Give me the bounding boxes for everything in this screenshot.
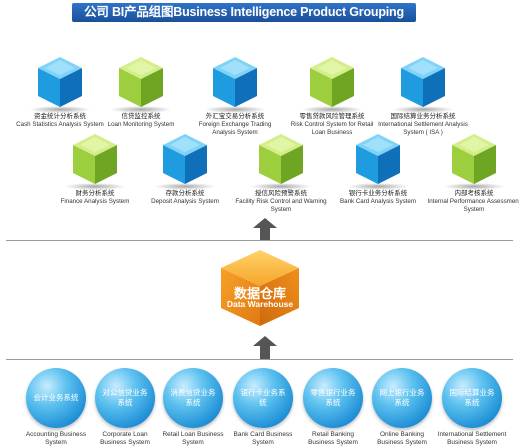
source-system-name-cn: 国际结算业务系统 <box>449 388 495 407</box>
product-name-cn: 存款分析系统 <box>165 190 205 197</box>
product-international-settlement: 国际结算业务分析系统 International Settlement Anal… <box>375 56 471 136</box>
cube-icon <box>110 56 172 113</box>
product-name-en: Finance Analysis System <box>60 198 130 205</box>
product-finance-analysis: 财务分析系统 Finance Analysis System <box>47 133 143 206</box>
source-system-name-en: Bank Card Business System <box>233 431 293 446</box>
source-system-corporate-loan: 对公信贷业务系统 Corporate Loan Business System <box>90 368 160 446</box>
product-retail-loan-risk: 零售贷款风险管理系统 Risk Control System for Retai… <box>284 56 380 136</box>
product-name-en: Loan Monitoring System <box>107 121 175 128</box>
source-system-name-cn: 银行卡业务系统 <box>240 388 286 407</box>
product-name-en: Deposit Analysis System <box>151 198 219 205</box>
product-name-cn: 零售贷款风险管理系统 <box>299 113 365 120</box>
divider-line <box>6 359 513 360</box>
source-system-circle: 消费信贷业务系统 <box>163 368 223 428</box>
product-name-cn: 财务分析系统 <box>75 190 115 197</box>
product-forex-trading: 外汇宝交易分析系统 Foreign Exchange Trading Analy… <box>187 56 283 136</box>
source-system-circle: 会计业务系统 <box>26 368 86 428</box>
source-system-retail-banking: 零售银行业务系统 Retail Banking Business System <box>298 368 368 446</box>
source-system-online-banking: 网上银行业务系统 Online Banking Business System <box>367 368 437 446</box>
product-deposit-analysis: 存款分析系统 Deposit Analysis System <box>137 133 233 206</box>
source-system-retail-loan: 消费信贷业务系统 Retail Loan Business System <box>158 368 228 446</box>
source-system-name-en: Retail Banking Business System <box>308 431 358 446</box>
product-name-cn: 银行卡业务分析系统 <box>348 190 408 197</box>
page-title: 公司 BI产品组图Business Intelligence Product G… <box>72 3 416 22</box>
source-system-circle: 零售银行业务系统 <box>303 368 363 428</box>
source-system-name-en: International Settlement Business System <box>437 431 507 446</box>
source-system-name-en: Corporate Loan Business System <box>100 431 150 446</box>
cube-icon <box>204 56 266 113</box>
cube-icon <box>154 133 216 190</box>
data-warehouse-label-en: Data Warehouse <box>226 299 294 309</box>
up-arrow-icon <box>253 218 277 240</box>
data-warehouse-icon <box>221 250 299 326</box>
product-name-en: International Settlement Analysis System… <box>378 121 468 136</box>
product-bank-card-analysis: 银行卡业务分析系统 Bank Card Analysis System <box>330 133 426 206</box>
product-cash-statistics: 资金统计分析系统 Cash Statistics Analysis System <box>12 56 108 129</box>
product-name-en: Internal Performance Assessment System <box>427 198 519 213</box>
product-name-en: Cash Statistics Analysis System <box>16 121 104 128</box>
product-internal-performance: 内部考核系统 Internal Performance Assessment S… <box>426 133 519 213</box>
source-system-name-cn: 会计业务系统 <box>33 393 79 402</box>
source-system-name-cn: 零售银行业务系统 <box>310 388 356 407</box>
cube-icon <box>443 133 505 190</box>
product-name-cn: 信贷监控系统 <box>121 113 161 120</box>
product-name-cn: 内部考核系统 <box>454 190 494 197</box>
source-system-accounting: 会计业务系统 Accounting Business System <box>21 368 91 446</box>
source-system-international-settlement: 国际结算业务系统 International Settlement Busine… <box>437 368 507 446</box>
cube-icon <box>250 133 312 190</box>
product-name-cn: 外汇宝交易分析系统 <box>205 113 265 120</box>
source-system-name-en: Online Banking Business System <box>377 431 427 446</box>
source-system-name-cn: 消费信贷业务系统 <box>170 388 216 407</box>
source-system-circle: 网上银行业务系统 <box>372 368 432 428</box>
source-system-name-en: Retail Loan Business System <box>162 431 224 446</box>
source-system-name-cn: 对公信贷业务系统 <box>102 388 148 407</box>
product-name-en: Facility Risk Control and Warning System <box>235 198 327 213</box>
source-system-circle: 对公信贷业务系统 <box>95 368 155 428</box>
product-name-en: Risk Control System for Retail Loan Busi… <box>290 121 374 136</box>
source-system-name-cn: 网上银行业务系统 <box>379 388 425 407</box>
source-system-circle: 国际结算业务系统 <box>442 368 502 428</box>
cube-icon <box>347 133 409 190</box>
product-name-cn: 资金统计分析系统 <box>34 113 86 120</box>
source-system-bank-card: 银行卡业务系统 Bank Card Business System <box>228 368 298 446</box>
product-facility-risk: 授信风险预警系统 Facility Risk Control and Warni… <box>233 133 329 213</box>
data-warehouse-label-cn: 数据仓库 <box>233 286 286 301</box>
product-name-en: Foreign Exchange Trading Analysis System <box>198 121 272 136</box>
divider-line <box>6 240 513 241</box>
cube-icon <box>392 56 454 113</box>
cube-icon <box>301 56 363 113</box>
product-loan-monitoring: 信贷监控系统 Loan Monitoring System <box>93 56 189 129</box>
up-arrow-icon <box>253 336 277 359</box>
source-system-name-en: Accounting Business System <box>25 431 87 446</box>
product-name-en: Bank Card Analysis System <box>340 198 416 205</box>
product-name-cn: 国际结算业务分析系统 <box>390 113 456 120</box>
cube-icon <box>64 133 126 190</box>
source-system-circle: 银行卡业务系统 <box>233 368 293 428</box>
cube-icon <box>29 56 91 113</box>
product-name-cn: 授信风险预警系统 <box>255 190 307 197</box>
